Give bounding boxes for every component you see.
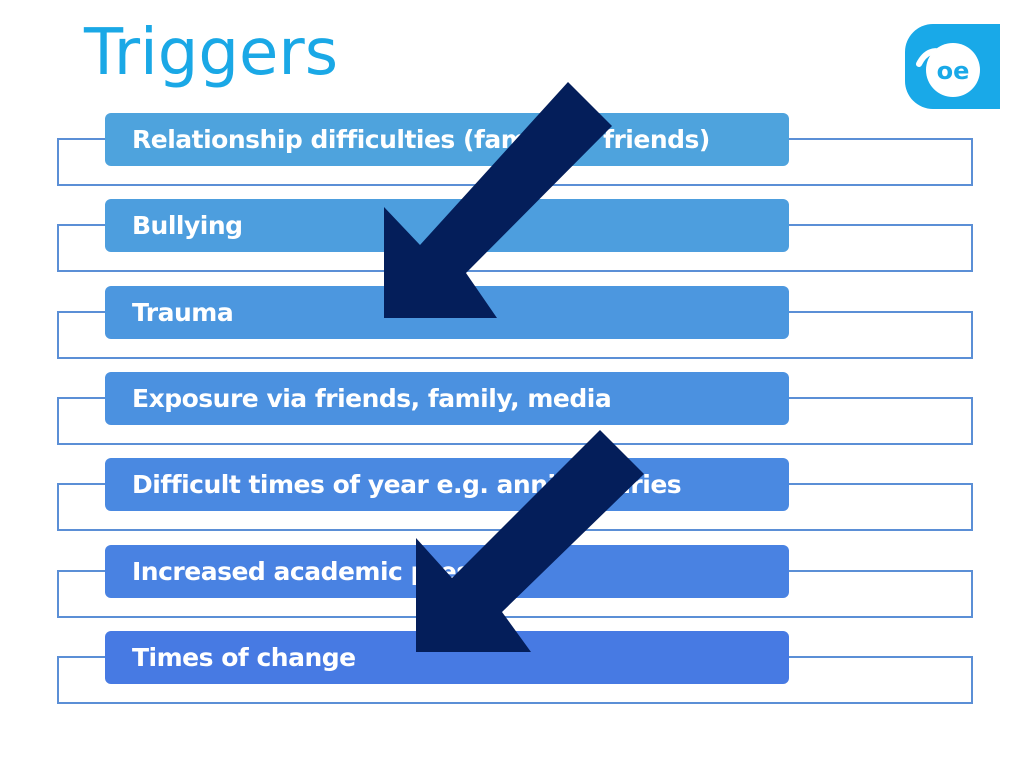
- item-label: Relationship difficulties (family or fri…: [105, 113, 789, 166]
- oe-logo: oe: [905, 24, 1000, 109]
- trigger-item: Bullying: [0, 199, 1024, 285]
- arrow-lower: [416, 430, 644, 652]
- trigger-item: Difficult times of year e.g. anniversari…: [0, 458, 1024, 544]
- slide-title: Triggers: [84, 16, 339, 90]
- arrow-upper: [384, 82, 612, 318]
- svg-text:oe: oe: [937, 57, 970, 85]
- trigger-item: Exposure via friends, family, media: [0, 371, 1024, 458]
- item-label: Increased academic pressure: [105, 544, 789, 598]
- item-label: Exposure via friends, family, media: [105, 371, 789, 425]
